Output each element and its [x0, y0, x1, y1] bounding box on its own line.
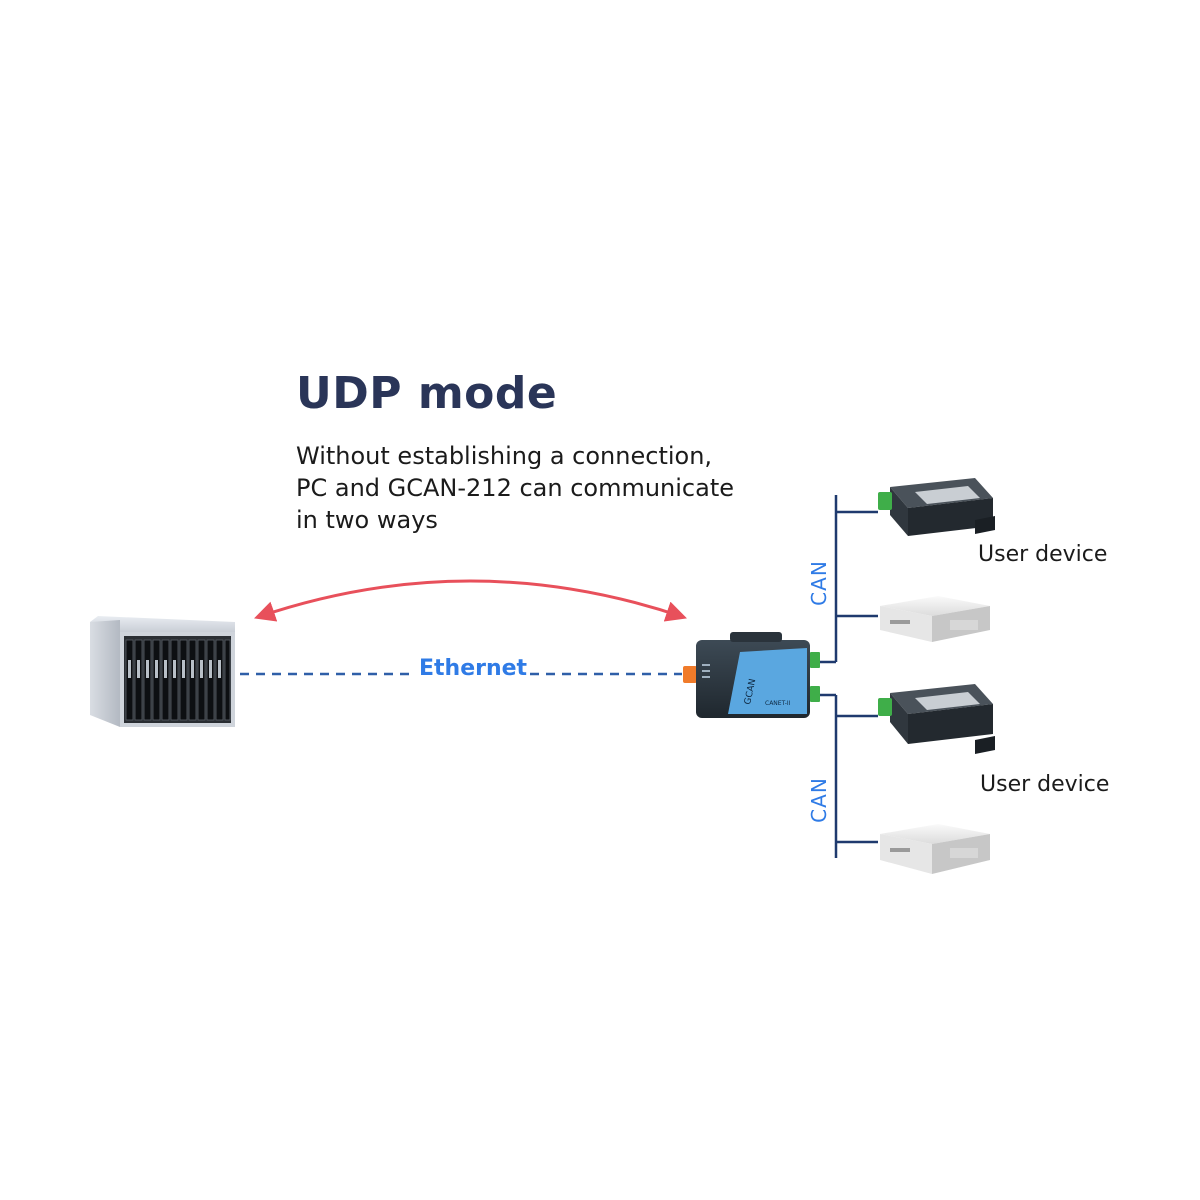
user-device-label-bottom: User device [980, 772, 1110, 797]
server-rack-icon [90, 616, 235, 727]
description-line-1: Without establishing a connection, [296, 442, 713, 470]
can-label-bottom: CAN [807, 777, 831, 823]
user-device-box-icon [880, 824, 990, 874]
description-line-3: in two ways [296, 506, 438, 534]
can-bus-bottom [820, 693, 878, 858]
can-bus-top [820, 495, 878, 664]
can-module-icon [878, 478, 995, 536]
user-device-box-icon [880, 596, 990, 642]
user-device-label-top: User device [978, 542, 1108, 567]
can-module-icon [878, 684, 995, 754]
gateway-model: CANET-II [765, 700, 791, 707]
can-label-top: CAN [807, 560, 831, 606]
page-title: UDP mode [296, 368, 558, 419]
two-way-arrow [254, 579, 687, 622]
can-gateway-icon: GCAN CANET-II [683, 632, 820, 718]
description-line-2: PC and GCAN-212 can communicate [296, 474, 735, 502]
ethernet-label: Ethernet [419, 656, 528, 681]
description: Without establishing a connection, PC an… [296, 440, 816, 536]
